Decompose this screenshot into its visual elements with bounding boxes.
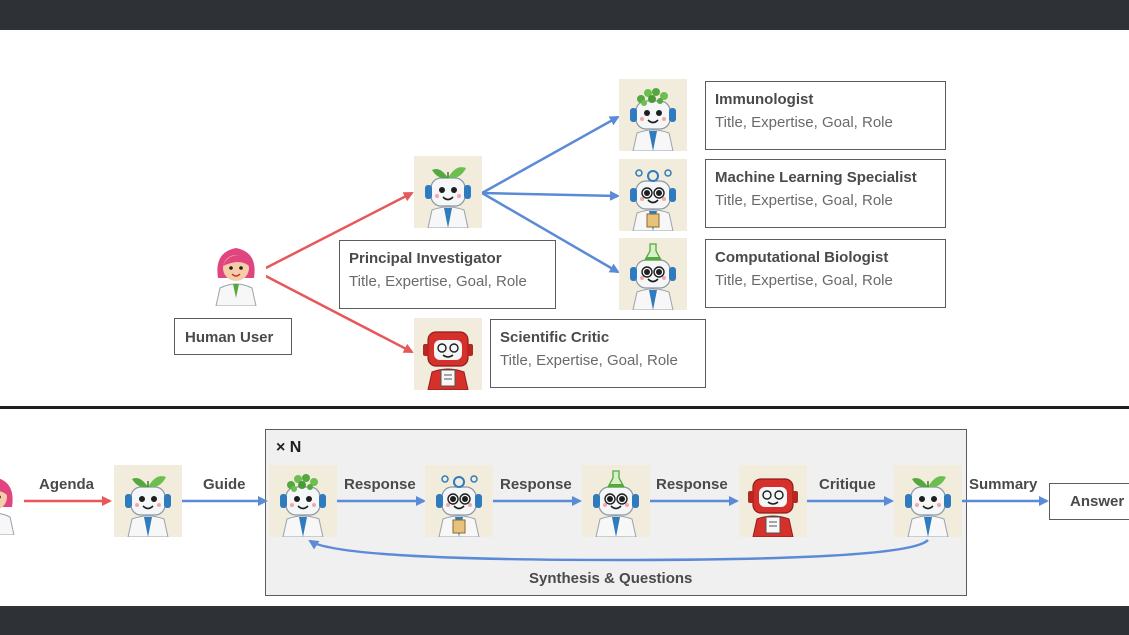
human-user-label: Human User [185, 329, 274, 346]
edge-label-summary: Summary [969, 476, 1038, 493]
principal-investigator-attributes: Title, Expertise, Goal, Role [349, 273, 527, 290]
bottom-bar [0, 606, 1129, 635]
immunologist-attributes: Title, Expertise, Goal, Role [715, 114, 893, 131]
edge-label-response-3: Response [656, 476, 728, 493]
scientific-critic-icon-bottom [739, 465, 807, 537]
human-user-box: Human User [174, 318, 292, 355]
top-bar [0, 0, 1129, 30]
arrow-pi-to-compbio [481, 191, 620, 274]
ml-specialist-box: Machine Learning Specialist Title, Exper… [705, 159, 946, 228]
principal-investigator-box: Principal Investigator Title, Expertise,… [339, 240, 556, 309]
arrow-human-to-critic [257, 270, 414, 354]
edge-label-response-2: Response [500, 476, 572, 493]
loop-label: × N [276, 439, 302, 456]
human-user-icon-bottom [0, 467, 24, 535]
principal-investigator-title: Principal Investigator [349, 250, 502, 267]
arrow-pi-to-immunologist [481, 115, 620, 195]
pi-summary-icon-bottom [894, 465, 962, 537]
edge-label-critique: Critique [819, 476, 876, 493]
edge-label-guide: Guide [203, 476, 246, 493]
answer-box: Answer [1049, 483, 1129, 520]
edge-label-response-1: Response [344, 476, 416, 493]
edge-label-synthesis: Synthesis & Questions [529, 570, 693, 587]
computational-biologist-title: Computational Biologist [715, 249, 889, 266]
computational-biologist-attributes: Title, Expertise, Goal, Role [715, 272, 893, 289]
scientific-critic-box: Scientific Critic Title, Expertise, Goal… [490, 319, 706, 388]
computational-biologist-box: Computational Biologist Title, Expertise… [705, 239, 946, 308]
panel-divider [0, 406, 1129, 409]
immunologist-box: Immunologist Title, Expertise, Goal, Rol… [705, 81, 946, 150]
edge-label-agenda: Agenda [39, 476, 95, 493]
scientific-critic-title: Scientific Critic [500, 329, 610, 346]
arrow-human-to-pi [257, 191, 414, 274]
ml-specialist-attributes: Title, Expertise, Goal, Role [715, 192, 893, 209]
computational-biologist-icon-bottom [582, 465, 650, 537]
scientific-critic-attributes: Title, Expertise, Goal, Role [500, 352, 678, 369]
ml-specialist-icon-bottom [425, 465, 493, 537]
immunologist-title: Immunologist [715, 91, 814, 108]
pi-icon-bottom [114, 465, 182, 537]
ml-specialist-title: Machine Learning Specialist [715, 169, 917, 186]
immunologist-icon-bottom [269, 465, 337, 537]
arrow-synthesis [308, 539, 929, 562]
arrow-pi-to-ml [481, 190, 620, 201]
